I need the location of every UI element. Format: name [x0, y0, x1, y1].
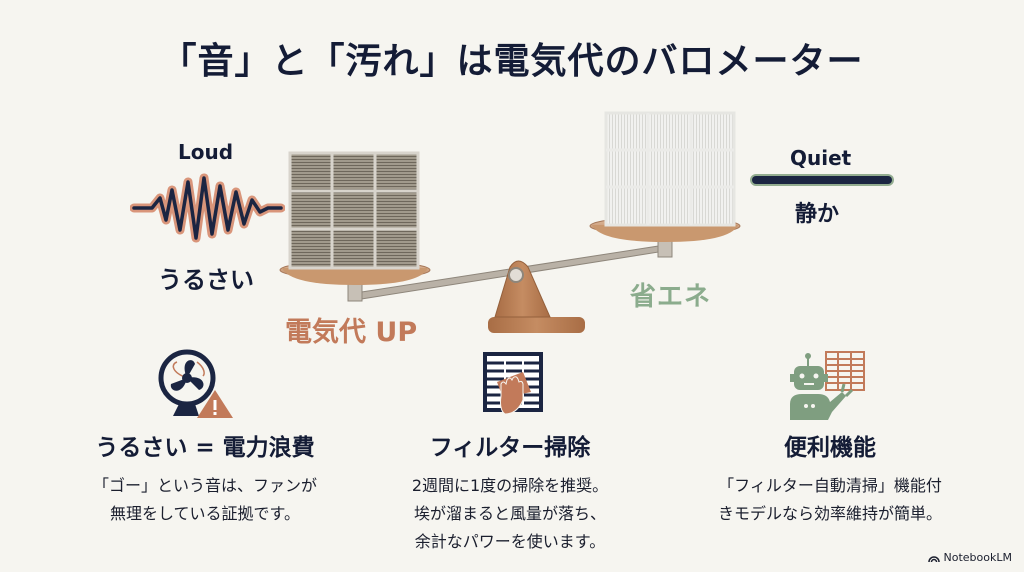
column-title: 便利機能	[784, 435, 876, 461]
clean-filter-image	[604, 111, 736, 227]
robot-filter-icon	[790, 351, 865, 420]
filter-cleaning-icon	[483, 352, 543, 415]
page-title: 「音」と「汚れ」は電気代のバロメーター	[160, 41, 864, 82]
dirty-filter-image	[288, 151, 420, 270]
brand-watermark: NotebookLM	[927, 551, 1012, 564]
loud-label-jp: うるさい	[158, 266, 254, 294]
loud-soundwave-icon	[130, 173, 285, 243]
column-text: 「ゴー」という音は、ファンが 無理をしている証拠です。	[92, 476, 317, 523]
brand-name: NotebookLM	[943, 551, 1012, 564]
column-title: フィルター掃除	[429, 435, 591, 461]
quiet-line-icon	[752, 176, 892, 184]
fan-warning-icon	[158, 349, 233, 418]
energy-saving-label: 省エネ	[630, 282, 712, 312]
loud-label: Loud	[178, 140, 234, 164]
balance-scale-illustration	[279, 111, 741, 333]
column-title: うるさい = 電力浪費	[95, 435, 315, 461]
quiet-label: Quiet	[790, 146, 852, 170]
column-text: 2週間に1度の掃除を推奨。 埃が溜まると風量が落ち、 余計なパワーを使います。	[411, 476, 609, 551]
column-text: 「フィルター自動清掃」機能付 きモデルなら効率維持が簡単。	[717, 476, 942, 523]
notebooklm-logo-icon	[927, 556, 940, 562]
info-column-convenient-feature: 便利機能 「フィルター自動清掃」機能付 きモデルなら効率維持が簡単。	[670, 428, 990, 528]
quiet-label-jp: 静か	[795, 202, 840, 227]
info-column-noise: うるさい = 電力浪費 「ゴー」という音は、ファンが 無理をしている証拠です。	[40, 428, 370, 528]
electricity-cost-up-label: 電気代 UP	[285, 317, 418, 348]
info-column-filter-cleaning: フィルター掃除 2週間に1度の掃除を推奨。 埃が溜まると風量が落ち、 余計なパワ…	[360, 428, 660, 556]
